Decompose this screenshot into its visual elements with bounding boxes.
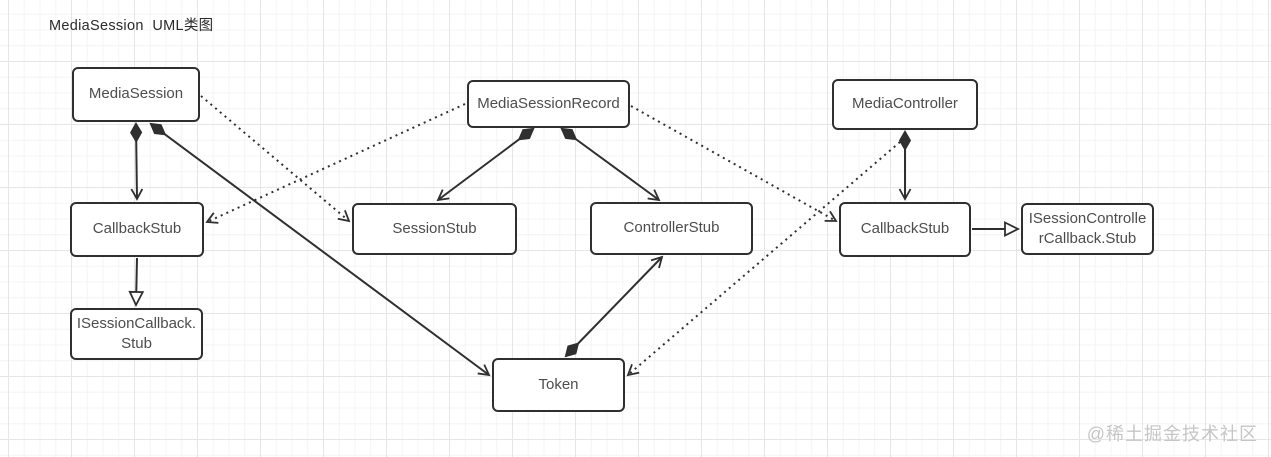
node-isession-callback-stub: ISessionCallback. Stub [70, 308, 203, 360]
diagram-title: MediaSession UML类图 [49, 18, 214, 34]
edge-mediasession-token [149, 122, 491, 377]
node-media-session-record: MediaSessionRecord [467, 80, 630, 128]
node-session-stub-label: SessionStub [392, 219, 477, 237]
node-controller-stub-label: ControllerStub [623, 219, 720, 237]
node-isession-callback-stub-label: ISessionCallback. Stub [76, 314, 197, 352]
node-controller-stub: ControllerStub [590, 202, 753, 255]
edge-mediasession-callbackstub-left [130, 122, 144, 201]
node-media-controller-label: MediaController [852, 95, 958, 113]
edge-token-controllerstub [564, 255, 664, 358]
node-callback-stub-left-label: CallbackStub [92, 220, 182, 238]
node-media-session: MediaSession [72, 67, 200, 122]
edge-mediasessionrecord-callbackstub-right-dependency [630, 105, 838, 222]
node-callback-stub-left: CallbackStub [70, 202, 204, 257]
edge-mediasession-sessionstub-dependency [200, 95, 351, 223]
node-session-stub: SessionStub [352, 203, 517, 255]
watermark: @稀土掘金技术社区 [1086, 424, 1258, 444]
node-token: Token [492, 358, 625, 412]
edge-mediacontroller-token-dependency [626, 141, 901, 377]
node-media-session-label: MediaSession [88, 85, 184, 103]
edge-callbackstub-left-isessioncallbackstub-generalization [128, 257, 145, 308]
node-callback-stub-right: CallbackStub [839, 202, 971, 257]
node-media-session-record-label: MediaSessionRecord [477, 94, 620, 112]
edge-mediasessionrecord-controllerstub [560, 127, 661, 202]
node-callback-stub-right-label: CallbackStub [860, 220, 950, 238]
node-isession-controller-callback-stub-label: ISessionControlle rCallback.Stub [1028, 209, 1147, 247]
node-media-controller: MediaController [832, 79, 978, 130]
node-isession-controller-callback-stub: ISessionControlle rCallback.Stub [1021, 203, 1154, 255]
edge-mediasessionrecord-sessionstub [436, 127, 535, 202]
node-token-label: Token [538, 375, 579, 393]
edge-mediasessionrecord-callbackstub-left-dependency [205, 103, 466, 224]
